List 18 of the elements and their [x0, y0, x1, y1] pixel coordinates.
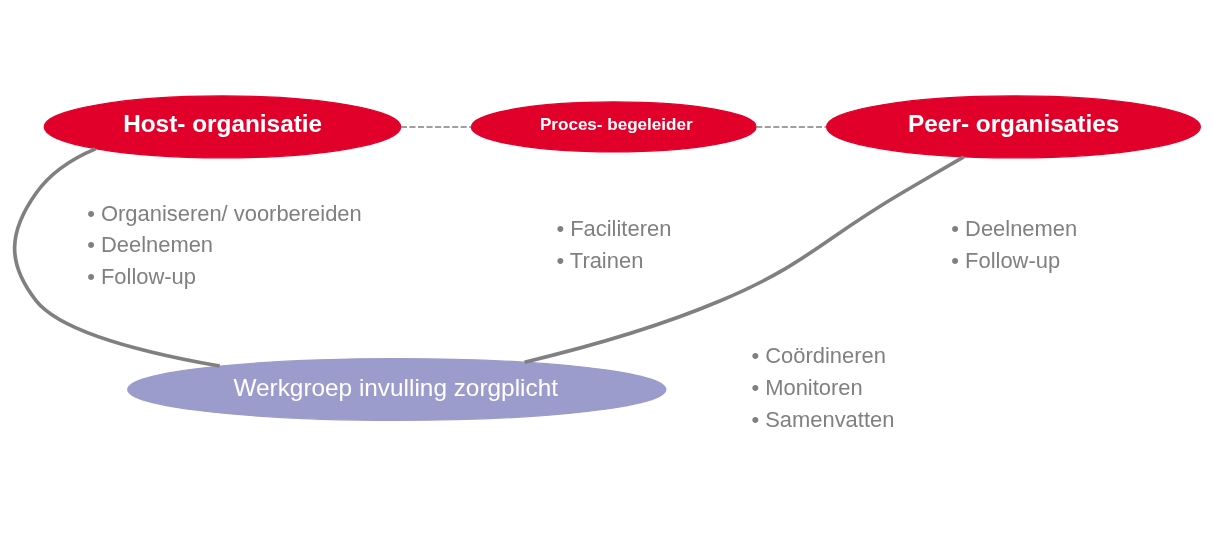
node-label: • Deelnemen: [87, 232, 214, 258]
node-ellipse: Proces- begeleider: [470, 101, 757, 153]
node-label: • Coördineren: [751, 343, 886, 369]
connector: [400, 126, 472, 128]
connector: [12, 147, 221, 368]
connector: [524, 155, 965, 364]
node-label: • Samenvatten: [751, 406, 895, 432]
node-label: • Follow-up: [87, 263, 196, 289]
node-label: • Organiseren/ voorbereiden: [87, 200, 362, 226]
node-label: • Monitoren: [751, 374, 863, 400]
node-ellipse: Werkgroep invulling zorgplicht: [127, 357, 667, 422]
node-label: • Trainen: [556, 248, 644, 274]
node-ellipse: Host- organisatie: [43, 95, 402, 159]
node-ellipse: Peer- organisaties: [825, 95, 1202, 159]
node-label: • Deelnemen: [951, 216, 1078, 242]
connector: [755, 126, 827, 128]
node-label: • Follow-up: [951, 248, 1061, 274]
node-label: • Faciliteren: [556, 216, 672, 242]
